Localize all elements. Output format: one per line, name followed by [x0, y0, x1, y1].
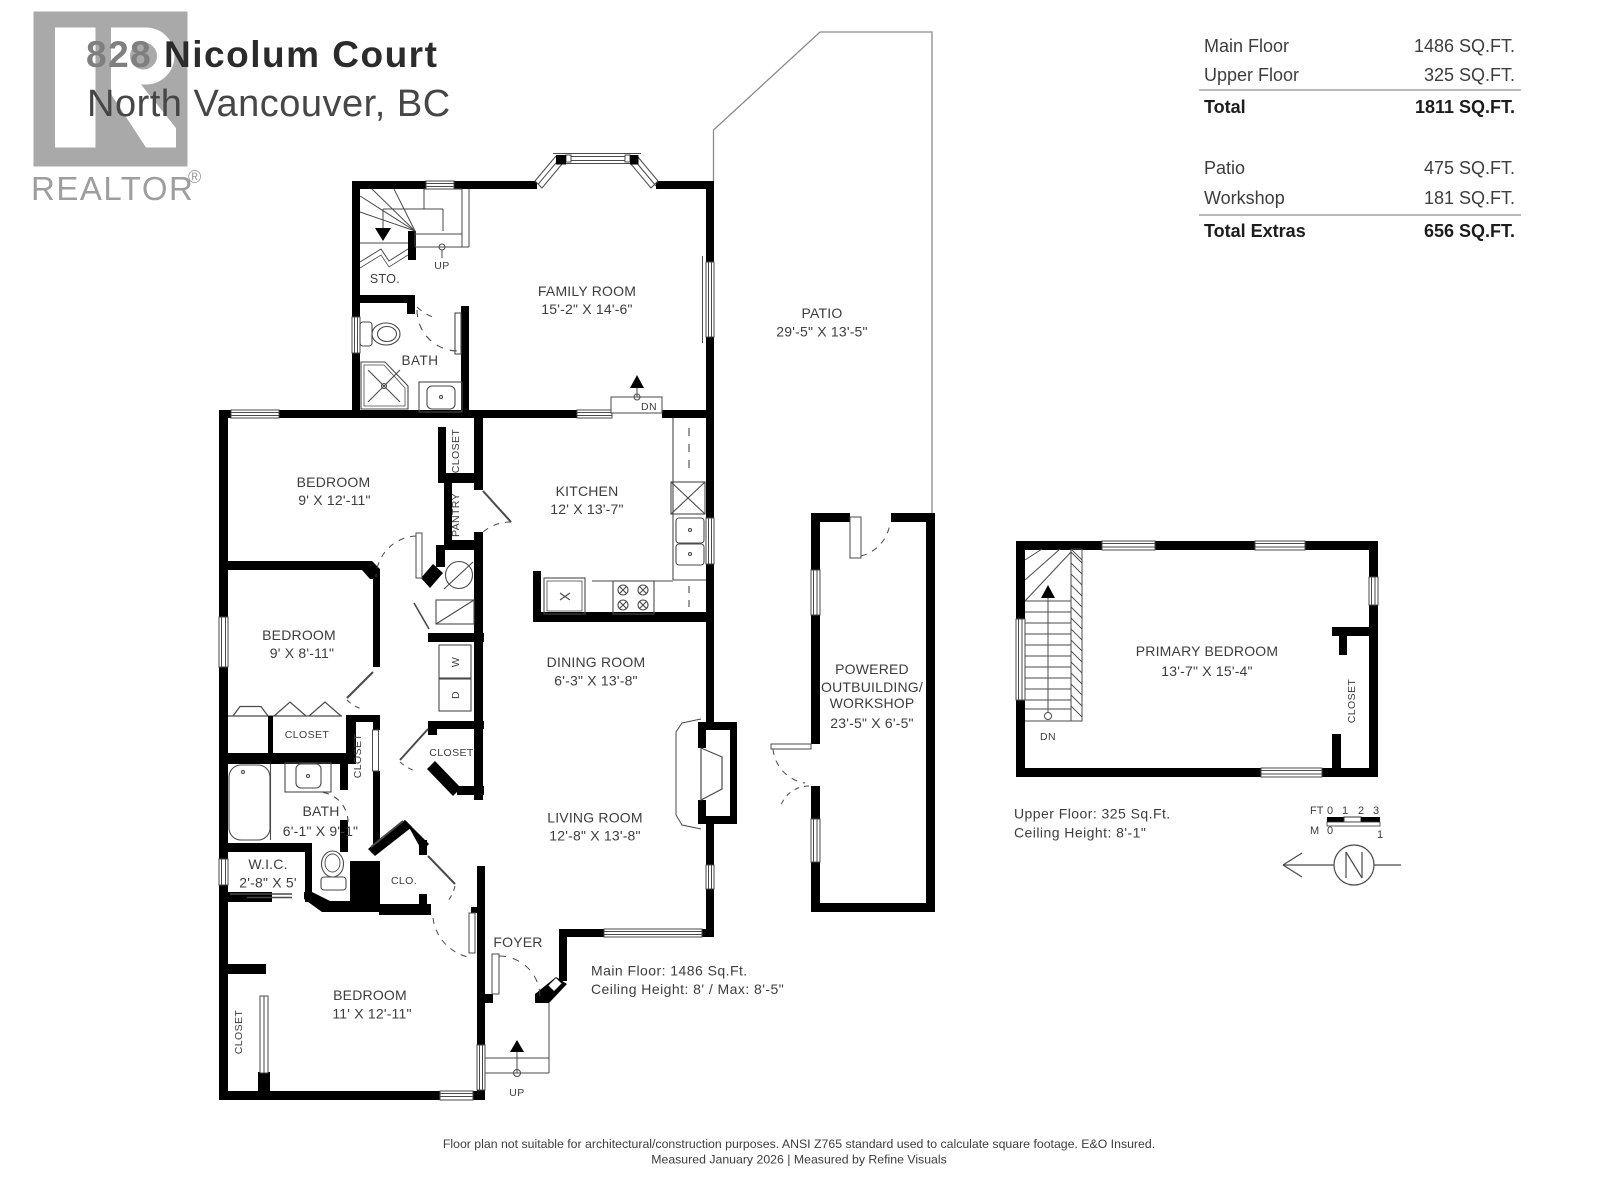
svg-text:CLOSET: CLOSET [429, 747, 474, 759]
svg-text:KITCHEN: KITCHEN [556, 483, 619, 499]
svg-text:12' X 13'-7": 12' X 13'-7" [550, 501, 623, 517]
svg-text:15'-2" X 14'-6": 15'-2" X 14'-6" [541, 301, 632, 317]
svg-text:BEDROOM: BEDROOM [333, 987, 407, 1003]
svg-text:FAMILY ROOM: FAMILY ROOM [538, 283, 636, 299]
svg-text:2'-8" X 5': 2'-8" X 5' [239, 875, 296, 891]
svg-text:POWERED: POWERED [835, 661, 909, 677]
svg-text:W: W [450, 657, 462, 667]
svg-text:3: 3 [1373, 805, 1379, 817]
svg-text:FT: FT [1310, 805, 1324, 817]
svg-text:CLO.: CLO. [391, 875, 417, 887]
svg-text:DN: DN [1040, 731, 1056, 743]
svg-text:W.I.C.: W.I.C. [248, 856, 287, 872]
svg-text:Workshop: Workshop [1204, 188, 1285, 208]
svg-text:Patio: Patio [1204, 158, 1245, 178]
svg-text:Ceiling Height: 8'-1": Ceiling Height: 8'-1" [1014, 825, 1146, 841]
svg-text:0: 0 [1327, 825, 1333, 837]
svg-text:CLOSET: CLOSET [450, 429, 462, 474]
svg-text:PRIMARY BEDROOM: PRIMARY BEDROOM [1136, 643, 1279, 659]
svg-text:12'-8" X 13'-8": 12'-8" X 13'-8" [549, 828, 640, 844]
svg-text:BATH: BATH [401, 353, 438, 368]
svg-text:Total: Total [1204, 97, 1246, 117]
svg-text:181 SQ.FT.: 181 SQ.FT. [1424, 188, 1515, 208]
svg-text:6'-3" X 13'-8": 6'-3" X 13'-8" [554, 673, 637, 689]
svg-text:Upper Floor: Upper Floor [1204, 65, 1299, 85]
svg-text:®: ® [188, 167, 201, 187]
svg-text:CLOSET: CLOSET [352, 734, 364, 779]
svg-text:DN: DN [641, 401, 657, 413]
svg-text:PANTRY: PANTRY [450, 493, 462, 537]
svg-text:LIVING ROOM: LIVING ROOM [547, 810, 643, 826]
svg-text:9' X 8'-11": 9' X 8'-11" [270, 645, 334, 661]
svg-text:475 SQ.FT.: 475 SQ.FT. [1424, 158, 1515, 178]
svg-text:STO.: STO. [370, 272, 400, 286]
svg-text:2: 2 [1358, 805, 1364, 817]
svg-text:29'-5" X 13'-5": 29'-5" X 13'-5" [776, 324, 867, 340]
svg-text:DINING ROOM: DINING ROOM [547, 654, 646, 670]
svg-text:13'-7" X 15'-4": 13'-7" X 15'-4" [1161, 663, 1252, 679]
svg-text:1811 SQ.FT.: 1811 SQ.FT. [1415, 97, 1515, 117]
svg-text:828 Nicolum Court: 828 Nicolum Court [86, 34, 438, 75]
svg-text:0: 0 [1327, 805, 1333, 817]
svg-text:1: 1 [1342, 805, 1348, 817]
svg-text:BEDROOM: BEDROOM [262, 627, 336, 643]
svg-text:656 SQ.FT.: 656 SQ.FT. [1424, 221, 1515, 241]
svg-text:Ceiling Height: 8' / Max: 8'-5: Ceiling Height: 8' / Max: 8'-5" [591, 981, 784, 997]
svg-text:Floor plan not suitable for ar: Floor plan not suitable for architectura… [443, 1137, 1155, 1151]
svg-text:11' X 12'-11": 11' X 12'-11" [332, 1006, 411, 1022]
svg-text:9' X 12'-11": 9' X 12'-11" [298, 492, 370, 508]
svg-text:325 SQ.FT.: 325 SQ.FT. [1424, 65, 1515, 85]
svg-text:OUTBUILDING/: OUTBUILDING/ [821, 679, 923, 695]
svg-text:Upper Floor: 325 Sq.Ft.: Upper Floor: 325 Sq.Ft. [1014, 806, 1171, 822]
svg-text:BEDROOM: BEDROOM [297, 474, 371, 490]
svg-text:Main Floor: 1486 Sq.Ft.: Main Floor: 1486 Sq.Ft. [591, 963, 748, 979]
svg-text:Measured January 2026 | Measur: Measured January 2026 | Measured by Refi… [651, 1153, 947, 1167]
svg-text:BATH: BATH [302, 803, 339, 819]
svg-text:Main Floor: Main Floor [1204, 36, 1289, 56]
svg-text:UP: UP [509, 1087, 524, 1099]
svg-text:1486 SQ.FT.: 1486 SQ.FT. [1414, 36, 1515, 56]
svg-text:PATIO: PATIO [802, 305, 843, 321]
svg-text:FOYER: FOYER [493, 934, 542, 950]
svg-text:UP: UP [434, 260, 449, 272]
svg-text:REALTOR: REALTOR [31, 170, 194, 207]
svg-text:6'-1" X 9'-1": 6'-1" X 9'-1" [283, 823, 358, 839]
svg-text:CLOSET: CLOSET [285, 729, 330, 741]
svg-text:1: 1 [1377, 829, 1383, 841]
svg-text:North Vancouver, BC: North Vancouver, BC [87, 83, 451, 125]
svg-text:CLOSET: CLOSET [1346, 679, 1358, 724]
svg-text:WORKSHOP: WORKSHOP [830, 695, 915, 711]
svg-text:M: M [1310, 825, 1319, 837]
svg-text:D: D [450, 691, 462, 699]
svg-text:23'-5" X 6'-5": 23'-5" X 6'-5" [830, 715, 913, 731]
svg-text:CLOSET: CLOSET [233, 1010, 245, 1055]
svg-text:Total Extras: Total Extras [1204, 221, 1306, 241]
